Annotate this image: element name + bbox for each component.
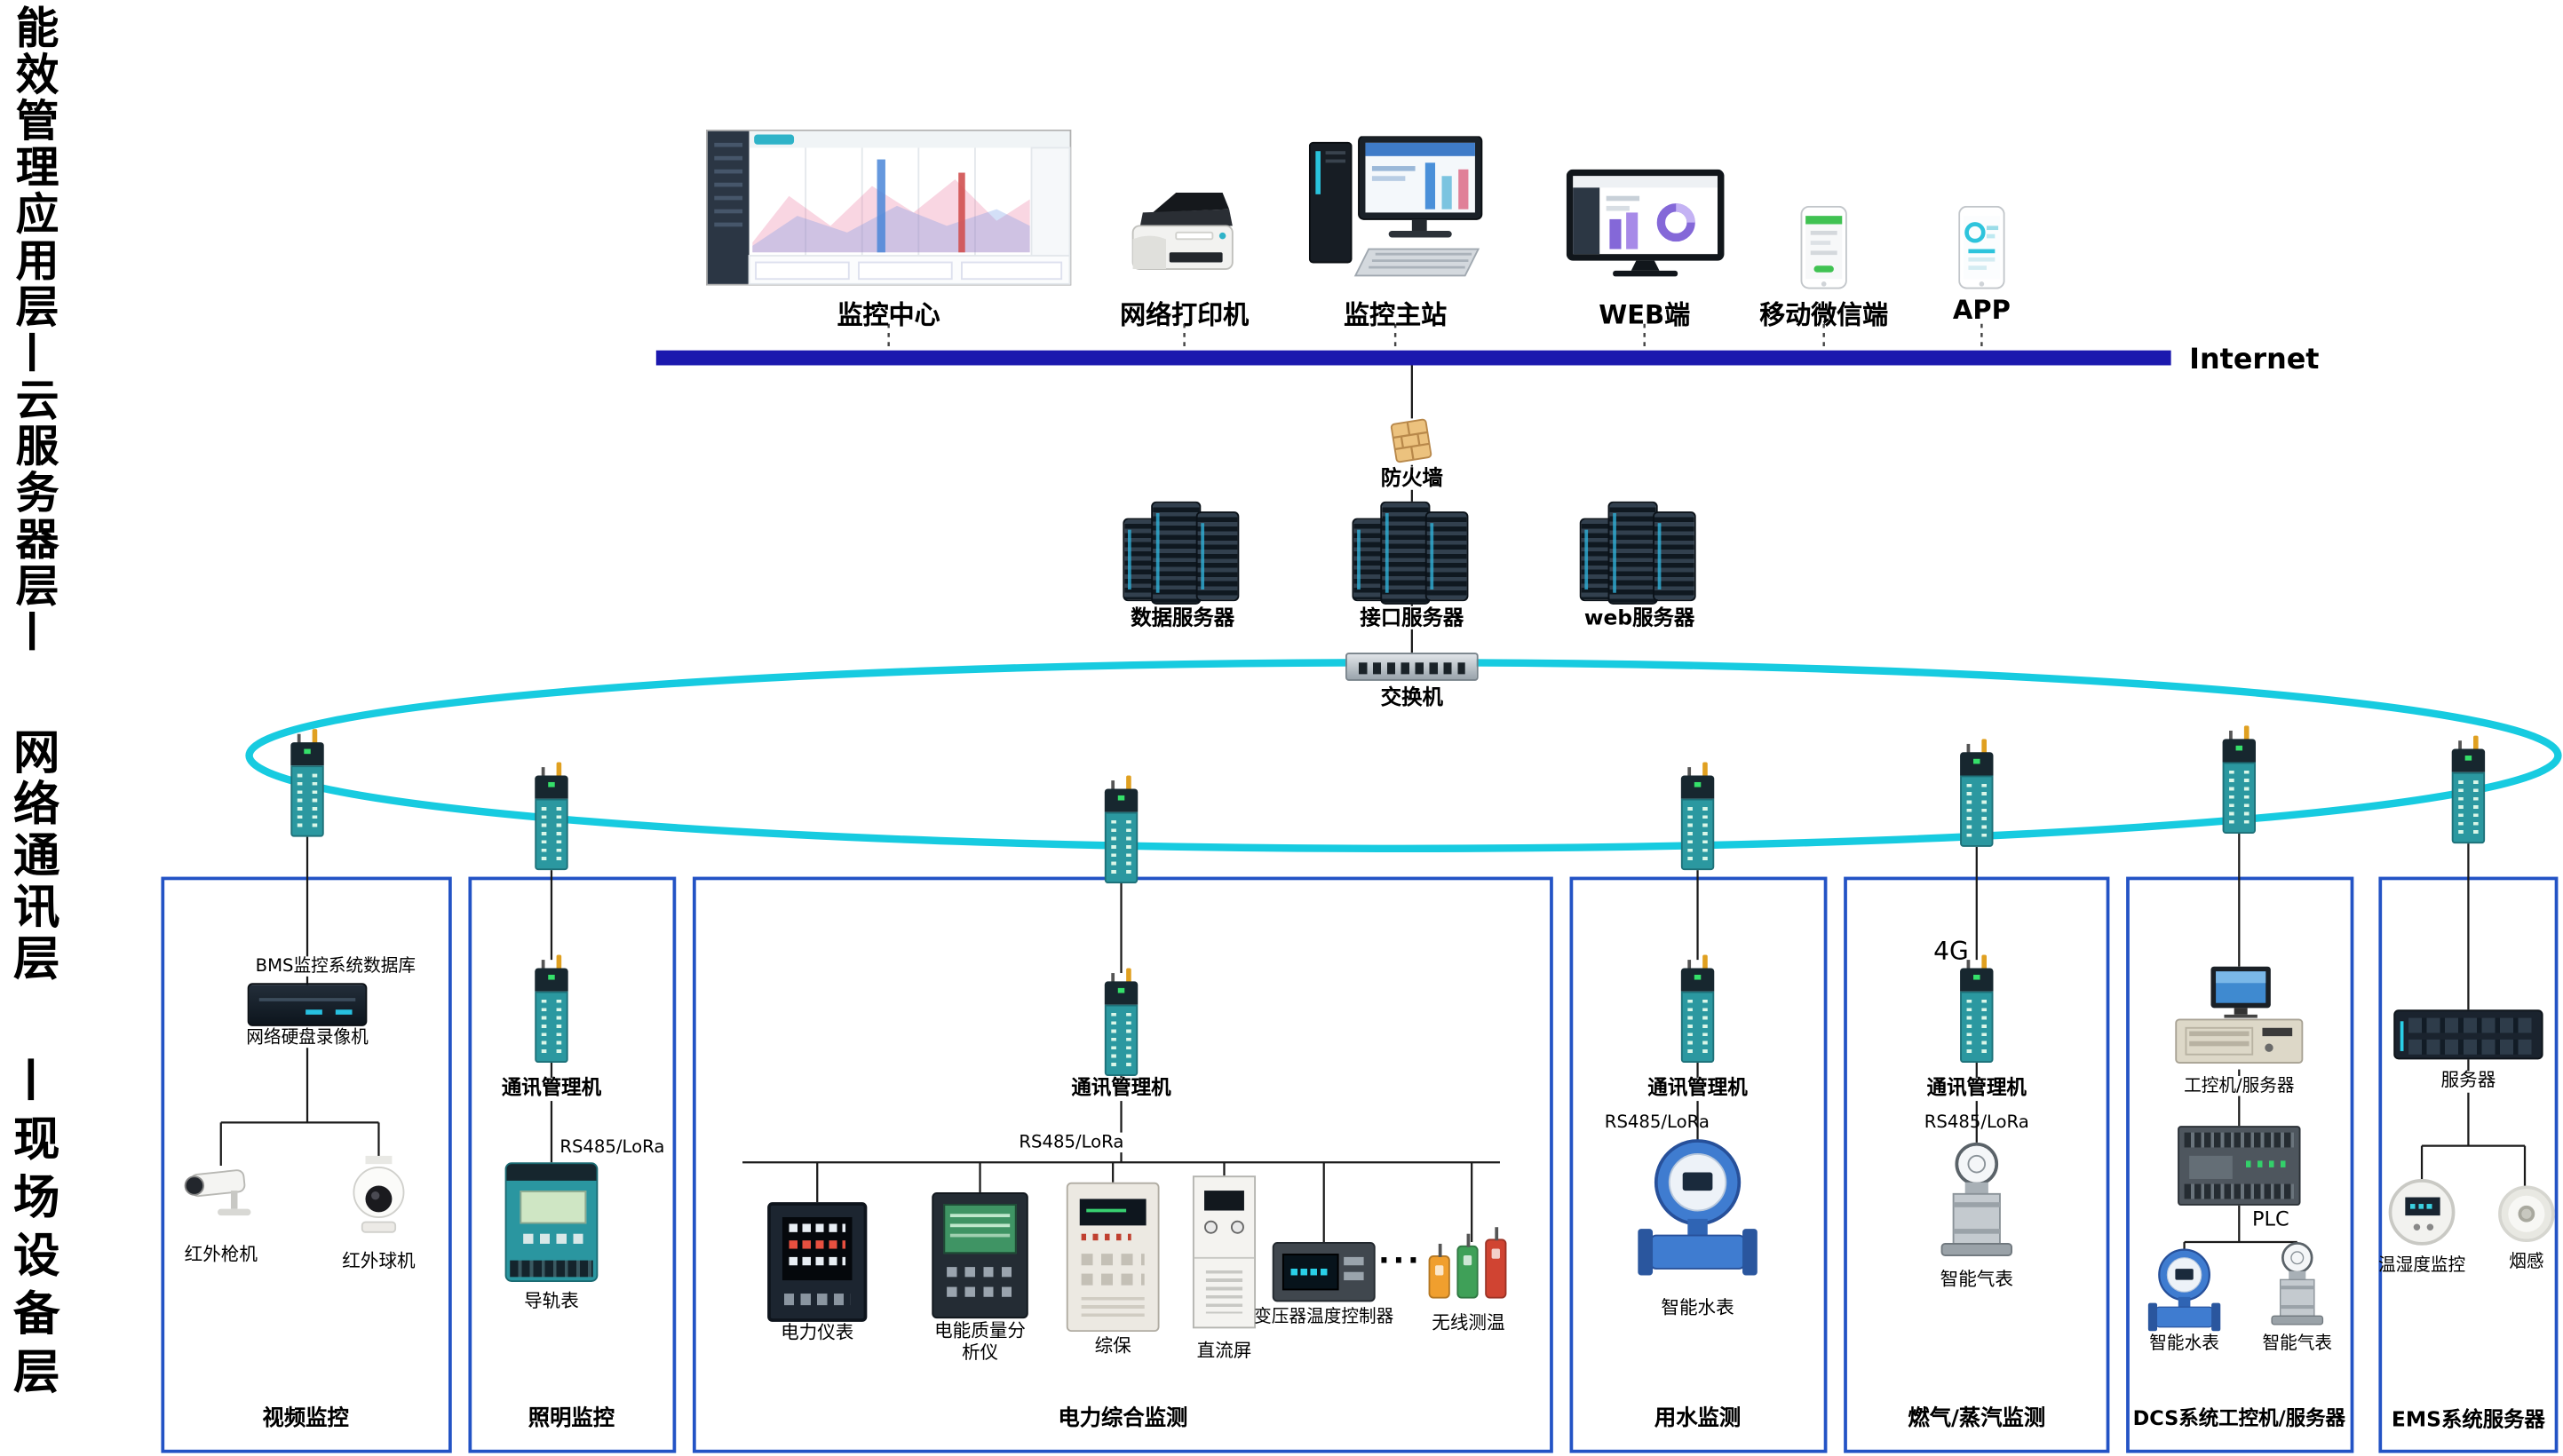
dc-panel-label: 直流屏 xyxy=(1196,1340,1252,1362)
data-server-label: 数据服务器 xyxy=(1127,605,1238,630)
master-station-workstation-icon xyxy=(1308,135,1483,296)
water-bus-label: RS485/LoRa xyxy=(1604,1112,1710,1133)
master-station-label: 监控主站 xyxy=(1344,300,1448,331)
gas-gateway-label: 通讯管理机 xyxy=(1923,1076,2030,1101)
4g-label: 4G xyxy=(1933,936,1969,967)
temp-humidity-monitor-icon xyxy=(2388,1178,2456,1246)
bullet-camera-icon xyxy=(181,1159,261,1236)
ems-server-label: 服务器 xyxy=(2437,1070,2500,1093)
transformer-temp-controller-icon xyxy=(1272,1242,1376,1302)
industrial-pc-icon xyxy=(2172,966,2305,1076)
ring-gateway-icon xyxy=(535,762,568,871)
layer-label-app-cloud: 能效管理应用层—云服务器层— xyxy=(8,4,59,656)
power-meter-icon xyxy=(767,1202,868,1322)
dcs-water-meter-label: 智能水表 xyxy=(2149,1333,2219,1354)
nvr-icon xyxy=(247,983,368,1026)
web-terminal-monitor-icon xyxy=(1566,169,1725,286)
lighting-gateway-icon xyxy=(535,954,568,1064)
water-gateway-label: 通讯管理机 xyxy=(1644,1076,1751,1101)
dcs-gas-meter-icon xyxy=(2264,1242,2330,1338)
wireless-temp-sensor-icon xyxy=(1428,1243,1450,1299)
ring-gateway-icon xyxy=(290,729,324,837)
dome-camera-icon xyxy=(349,1155,409,1242)
smoke-detector-icon xyxy=(2498,1185,2555,1243)
smoke-detector-label: 烟感 xyxy=(2509,1252,2544,1272)
ring-gateway-icon xyxy=(2222,725,2257,834)
switch-icon xyxy=(1345,653,1479,681)
interface-server-label: 接口服务器 xyxy=(1356,605,1468,630)
protection-relay-icon xyxy=(1066,1182,1160,1333)
protection-relay-label: 综保 xyxy=(1094,1334,1131,1357)
power-gateway-label: 通讯管理机 xyxy=(1067,1076,1175,1101)
layer-label-field: —现场设备层 xyxy=(6,1056,62,1405)
web-server-icon xyxy=(1579,501,1700,605)
data-server-icon xyxy=(1123,501,1242,605)
power-bus-label: RS485/LoRa xyxy=(1015,1132,1128,1153)
firewall-icon xyxy=(1389,415,1434,472)
group-title-ems: EMS系统服务器 xyxy=(2391,1406,2545,1432)
monitor-center-screenshot-icon xyxy=(705,129,1072,292)
ems-server-icon xyxy=(2393,1009,2543,1060)
lighting-bus-label: RS485/LoRa xyxy=(559,1137,665,1158)
nvr-label: 网络硬盘录像机 xyxy=(242,1027,372,1048)
app-label: APP xyxy=(1952,295,2011,326)
group-title-water: 用水监测 xyxy=(1654,1406,1742,1432)
ring-gateway-icon xyxy=(2451,735,2486,844)
smart-gas-meter-icon xyxy=(1932,1142,2021,1272)
bullet-camera-label: 红外枪机 xyxy=(184,1243,258,1266)
wireless-temp-label: 无线测温 xyxy=(1432,1311,1505,1333)
web-server-label: web服务器 xyxy=(1581,605,1699,630)
smart-gas-meter-label: 智能气表 xyxy=(1940,1268,2013,1291)
transformer-temp-controller-label: 变压器温度控制器 xyxy=(1254,1307,1394,1327)
group-title-power: 电力综合监测 xyxy=(1058,1406,1188,1432)
network-printer-icon xyxy=(1126,189,1242,292)
internet-label: Internet xyxy=(2189,344,2320,377)
monitor-center-label: 监控中心 xyxy=(837,300,940,331)
switch-label: 交换机 xyxy=(1380,684,1443,709)
temp-humidity-label: 温湿度监控 xyxy=(2377,1255,2466,1276)
plc-icon xyxy=(2178,1126,2301,1206)
group-title-lighting: 照明监控 xyxy=(528,1406,615,1432)
group-title-video: 视频监控 xyxy=(262,1406,349,1432)
lighting-gateway-label: 通讯管理机 xyxy=(498,1076,605,1101)
group-title-dcs: DCS系统工控机/服务器 xyxy=(2132,1406,2346,1430)
industrial-pc-label: 工控机/服务器 xyxy=(2180,1076,2298,1096)
network-printer-label: 网络打印机 xyxy=(1120,300,1250,331)
smart-water-meter-icon xyxy=(1638,1139,1758,1288)
wechat-mobile-label: 移动微信端 xyxy=(1759,300,1889,331)
ring-gateway-icon xyxy=(1104,775,1139,884)
water-gateway-icon xyxy=(1680,954,1715,1064)
power-gateway-icon xyxy=(1104,968,1139,1077)
din-rail-meter-label: 导轨表 xyxy=(524,1290,579,1312)
plc-label: PLC xyxy=(2251,1207,2289,1230)
smart-water-meter-label: 智能水表 xyxy=(1661,1296,1734,1319)
gas-bus-label: RS485/LoRa xyxy=(1924,1112,2029,1133)
interface-server-icon xyxy=(1352,501,1472,605)
dc-panel-icon xyxy=(1192,1175,1257,1329)
wireless-temp-sensor-icon xyxy=(1485,1227,1507,1299)
more-devices-ellipsis: ··· xyxy=(1377,1243,1423,1279)
dcs-gas-meter-label: 智能气表 xyxy=(2262,1333,2333,1354)
power-quality-analyzer-label: 电能质量分析仪 xyxy=(934,1319,1026,1363)
web-terminal-label: WEB端 xyxy=(1599,300,1691,331)
ring-gateway-icon xyxy=(1680,762,1715,871)
wechat-phone-icon xyxy=(1800,205,1847,296)
gas-gateway-icon xyxy=(1960,954,1994,1064)
app-phone-icon xyxy=(1958,205,2005,296)
bms-db-label: BMS监控系统数据库 xyxy=(251,956,419,977)
dcs-water-meter-icon xyxy=(2147,1248,2221,1342)
layer-label-network: 网络通讯层 xyxy=(6,727,62,985)
din-rail-meter-icon xyxy=(504,1162,599,1282)
power-quality-analyzer-icon xyxy=(932,1191,1028,1319)
ring-gateway-icon xyxy=(1960,739,1994,847)
group-title-gas: 燃气/蒸汽监测 xyxy=(1908,1406,2046,1432)
firewall-label: 防火墙 xyxy=(1377,465,1447,491)
wireless-temp-sensor-icon xyxy=(1456,1233,1479,1299)
power-meter-label: 电力仪表 xyxy=(781,1321,854,1344)
dome-camera-label: 红外球机 xyxy=(342,1250,416,1272)
internet-bus-bar xyxy=(655,350,2171,366)
group-box-power xyxy=(692,876,1553,1453)
